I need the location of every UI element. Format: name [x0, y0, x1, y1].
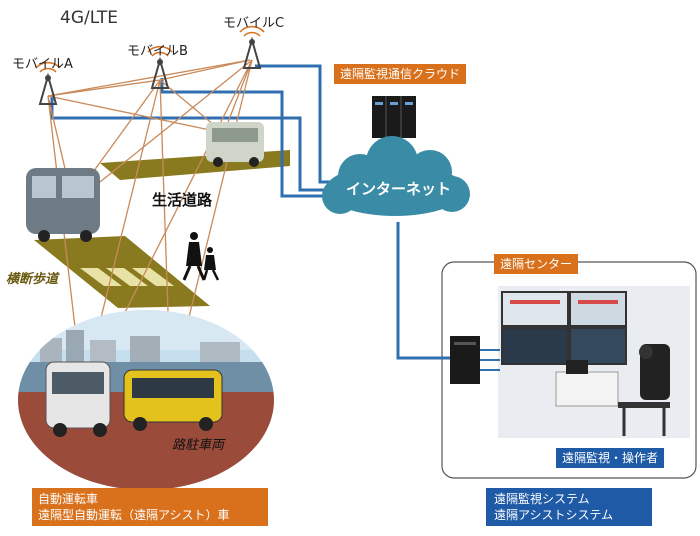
- harbor-scene: [18, 310, 274, 490]
- internet-label: インターネット: [346, 180, 452, 198]
- vehicle-label-line2: 遠隔型自動運転（遠隔アシスト）車: [38, 508, 230, 522]
- mobile-a-label: モバイルA: [12, 57, 73, 72]
- vehicle-label: 自動運転車 遠隔型自動運転（遠隔アシスト）車: [32, 488, 268, 526]
- antenna-c-icon: [239, 25, 265, 69]
- autonomous-cart-icon: [45, 361, 111, 437]
- crosswalk-stripes: [80, 268, 174, 286]
- antenna-a-icon: [35, 61, 61, 105]
- cloud-server-icon: [372, 96, 416, 138]
- road-label: 生活道路: [152, 191, 213, 209]
- monitor-wall-icon: [501, 291, 627, 365]
- parked-vehicle-label: 路駐車両: [172, 438, 225, 453]
- antenna-b-icon: [147, 45, 173, 89]
- mobile-c-label: モバイルC: [223, 16, 285, 31]
- system-label-line1: 遠隔監視システム: [494, 492, 590, 506]
- parked-cart-icon: [123, 369, 223, 431]
- mobile-b-label: モバイルB: [127, 44, 188, 59]
- pedestrian-icon: [182, 232, 220, 281]
- remote-center-room: [498, 286, 690, 438]
- autonomous-bus-icon: [26, 168, 100, 242]
- system-label: 遠隔監視システム 遠隔アシストシステム: [486, 488, 652, 526]
- system-server-icon: [450, 336, 500, 384]
- vehicle-label-line1: 自動運転車: [38, 492, 99, 506]
- operator-label: 遠隔監視・操作者: [556, 448, 665, 468]
- crosswalk-label: 横断歩道: [6, 272, 59, 287]
- cloud-label: 遠隔監視通信クラウド: [334, 64, 467, 84]
- network-label: 4G/LTE: [60, 8, 118, 28]
- remote-center-label: 遠隔センター: [494, 254, 579, 274]
- operator-icon: [618, 344, 670, 436]
- system-label-line2: 遠隔アシストシステム: [494, 508, 614, 522]
- internet-cloud-icon: [322, 136, 470, 216]
- road-vehicle-icon: [206, 122, 264, 167]
